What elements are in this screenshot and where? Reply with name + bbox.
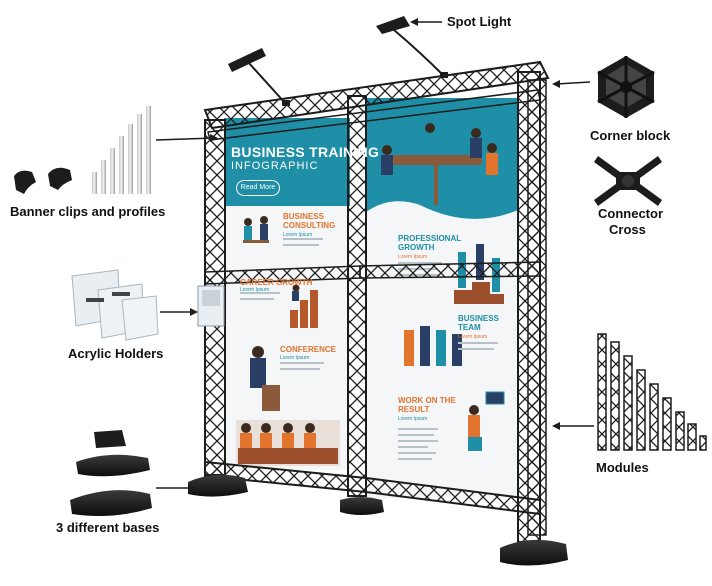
right-section2-title-line1: BUSINESS: [458, 314, 499, 323]
label-acrylic-holders: Acrylic Holders: [68, 346, 164, 361]
read-more-button: Read More: [236, 180, 280, 196]
left-poster: [224, 118, 350, 470]
left-section2-sub: Lorem Ipsum: [240, 287, 270, 293]
left-section1-sub: Lorem Ipsum: [283, 232, 313, 238]
left-section1-title-line1: BUSINESS: [283, 212, 324, 221]
right-section1-sub: Lorem Ipsum: [398, 254, 428, 260]
label-connector-line2: Cross: [609, 222, 646, 237]
truss-frame: [203, 60, 550, 543]
acrylic-holders-icon: [71, 269, 159, 341]
audience-shape: [236, 420, 340, 466]
corner-block-icon: [597, 56, 655, 118]
left-poster-title: BUSINESS TRAINING: [231, 144, 380, 160]
left-section2-title: CAREER GROWTH: [240, 278, 313, 287]
booth-bases: [188, 474, 568, 566]
right-section3-title-line2: RESULT: [398, 405, 430, 414]
label-banner-clips: Banner clips and profiles: [10, 204, 166, 219]
connector-cross-icon: [594, 156, 662, 206]
spot-light-right: [376, 16, 448, 78]
arrow-banner-clips: [155, 137, 215, 141]
label-connector-line1: Connector: [598, 206, 663, 221]
right-section2-title-line2: TEAM: [458, 323, 481, 332]
left-section1-title-line2: CONSULTING: [283, 221, 336, 230]
banner-clips-icon: [14, 167, 72, 194]
label-spot-light: Spot Light: [447, 14, 512, 29]
callout-arrows: [155, 18, 594, 492]
label-modules: Modules: [596, 460, 649, 475]
right-section1-title-line2: GROWTH: [398, 243, 435, 252]
left-section3-sub: Lorem Ipsum: [280, 355, 310, 361]
left-section3-title: CONFERENCE: [280, 345, 337, 354]
bases-icon: [70, 430, 152, 516]
arrow-corner-block: [555, 81, 591, 85]
desk-shape: [243, 240, 269, 243]
spot-light-left: [228, 48, 290, 106]
label-corner-block: Corner block: [590, 128, 671, 143]
right-section3-sub: Lorem Ipsum: [398, 416, 428, 422]
modules-icon: [597, 333, 707, 451]
label-bases: 3 different bases: [56, 520, 160, 535]
right-section3-title-line1: WORK ON THE: [398, 396, 456, 405]
booth-acrylic-holder: [197, 285, 225, 327]
right-section1-title-line1: PROFESSIONAL: [398, 234, 462, 243]
right-section2-sub: Lorem Ipsum: [458, 334, 488, 340]
left-poster-subtitle: INFOGRAPHIC: [231, 160, 319, 172]
banner-profiles-icon: [92, 106, 151, 194]
